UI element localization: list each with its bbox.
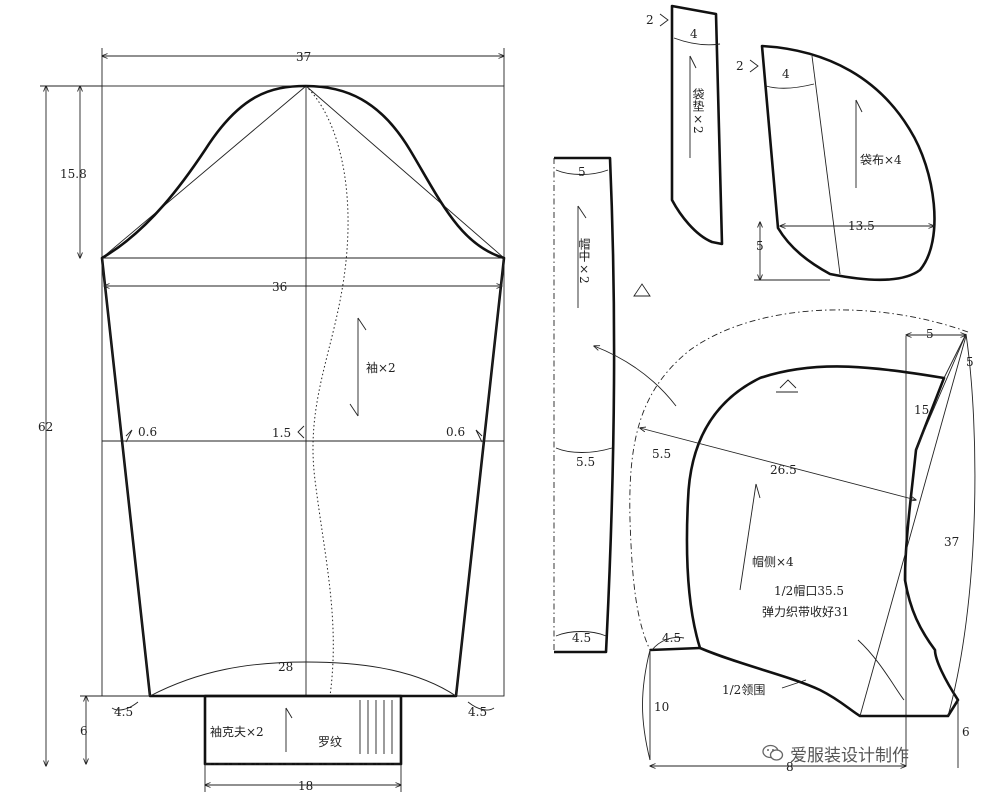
note-leader [857,639,905,701]
dim-pocket-bag-top-width: 4 [782,67,790,81]
notch-triangle [633,283,651,297]
hood-center-join-arrow [594,346,677,407]
dim-line-hood-width [640,428,916,500]
dim-hood-upper-side: 15 [914,403,929,417]
measure-arc [555,169,609,175]
dim-bicep: 36 [272,280,287,294]
sleeve-seam-guide-left [101,257,151,697]
measure-arc [555,631,607,637]
measure-arc [555,447,613,453]
measure-arc [651,637,685,651]
pocket-bag-piece: 4 2 袋布×4 13.5 5 [736,44,936,282]
cuff-label: 袖克夫×2 [210,724,264,739]
neck-label: 1/2领围 [722,683,765,697]
sleeve-frame [101,85,505,697]
grainline-hood-side [739,483,757,591]
dim-pocket-bag-width: 13.5 [848,219,875,233]
dim-hood-center-mid: 5.5 [576,455,595,469]
hood-side-outer-curve [629,309,969,651]
grain-arrow [285,707,293,719]
dim-hem-offset-right: 4.5 [468,705,487,719]
pocket-bag-guide [811,55,841,275]
notch-mark [297,425,305,439]
sleeve-cap-guide-left [101,85,307,259]
hood-side-length-arc [947,333,976,717]
elastic-note: 弹力织带收好31 [762,605,849,619]
dim-ease-left: 0.6 [138,425,157,439]
sleeve-piece: 37 15.8 62 36 0.6 0.6 1.5 袖×2 28 4.5 4.5 [38,48,506,766]
notch-mark [125,429,133,443]
dim-pocket-bag-side: 5 [756,239,764,253]
dim-center-offset: 1.5 [272,426,291,440]
dim-hem-width: 28 [278,660,293,674]
dim-hood-front-height: 10 [654,700,669,714]
grain-arrow [755,483,761,499]
dim-cuff-height: 6 [80,724,88,738]
offset-arc [467,701,495,711]
pocket-facing-label: 袋垫×2 [691,88,705,134]
hood-center-label: 帽中×2 [577,237,591,284]
sleeve-outline [100,84,506,698]
wechat-icon [762,744,784,761]
hood-side-piece: 26.5 5.5 5 5 15 37 帽侧×4 1/2帽口35.5 弹力织带收好… [629,309,976,774]
dim-hood-center-bottom: 4.5 [572,631,591,645]
dim-pocket-facing-offset: 2 [646,13,654,27]
dim-hood-top-offset: 5 [926,327,934,341]
sleeve-seam-guide-right [455,257,505,697]
measure-arc [765,83,815,89]
hood-guide-line [943,333,967,379]
hood-center-piece: 5 5.5 4.5 帽中×2 [553,156,677,654]
dim-pocket-bag-offset: 2 [736,59,744,73]
notch-mark [749,59,759,73]
dim-hood-side-length: 37 [944,535,959,549]
hood-opening-note: 1/2帽口35.5 [774,583,844,598]
dim-hem-offset-left: 4.5 [114,705,133,719]
dim-hood-center-top: 5 [578,165,586,179]
hood-guide-line [859,335,967,717]
dim-sleeve-width: 37 [296,50,311,64]
offset-arc [111,701,139,711]
pocket-facing-outline [670,4,724,246]
dim-hood-front-offset: 5.5 [652,447,671,461]
sleeve-hem-curve [149,661,457,697]
dim-pocket-facing-top-width: 4 [690,27,698,41]
pocket-bag-label: 袋布×4 [860,153,902,167]
dim-hood-bottom: 8 [786,760,794,774]
dim-ease-right: 0.6 [446,425,465,439]
grain-arrow [357,317,367,331]
sleeve-label: 袖×2 [366,360,396,375]
dim-cap-height: 15.8 [60,167,87,181]
dim-hood-back-height: 6 [962,725,970,739]
watermark-text: 爱服装设计制作 [790,745,909,766]
note-leader [781,679,807,689]
notch-triangle-hood [776,379,798,393]
pocket-facing-piece: 4 2 袋垫×2 [646,4,724,246]
measure-arc [673,37,721,46]
hood-center-outline [554,156,616,654]
rib-label: 罗纹 [318,735,342,749]
dim-cuff-width: 18 [298,779,313,793]
grain-arrow [577,205,587,219]
sleeve-cap-guide-right [305,85,505,259]
grain-arrow [349,403,359,417]
dim-sleeve-length: 62 [38,420,53,434]
dim-hood-width: 26.5 [770,463,797,477]
grain-arrow [855,99,863,113]
hood-side-neck-edge [649,646,701,652]
hood-guide-line [915,333,967,451]
pocket-bag-outline [760,44,936,282]
notch-mark [659,13,669,27]
measure-arc [642,649,651,761]
notch-mark [475,429,483,443]
hood-side-outline [685,365,960,718]
dim-neck-offset: 4.5 [662,631,681,645]
hood-side-label: 帽侧×4 [752,554,794,569]
cuff-piece: 袖克夫×2 罗纹 6 18 [80,694,403,793]
watermark: 爱服装设计制作 [762,740,992,766]
grain-arrow [689,55,697,69]
sleeve-back-curve [305,85,349,697]
